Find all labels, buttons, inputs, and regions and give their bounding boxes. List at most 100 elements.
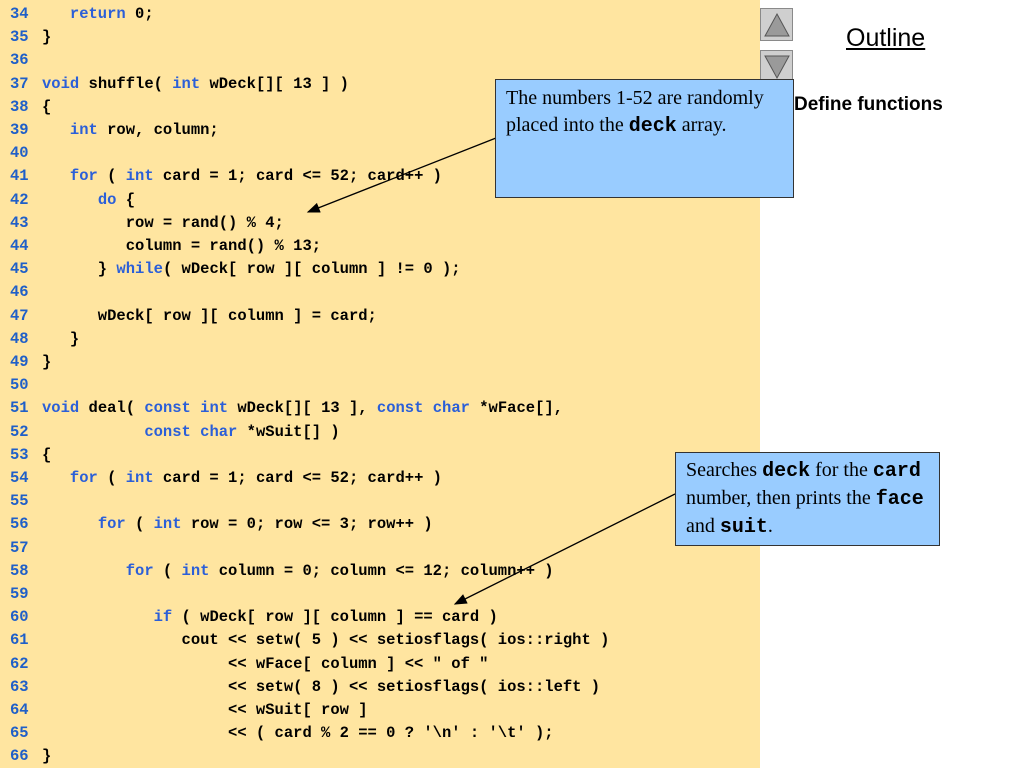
code-keyword: void — [42, 399, 80, 418]
line-number: 51 — [10, 399, 29, 418]
code-line: 38{ — [0, 96, 51, 119]
code-line: 40 — [0, 142, 42, 165]
code-line: 48 } — [0, 328, 79, 351]
line-number: 61 — [10, 631, 29, 650]
line-number: 36 — [10, 51, 29, 70]
callout-text: array. — [676, 114, 727, 136]
callout-code-term: face — [875, 488, 924, 511]
code-line: 56 for ( int row = 0; row <= 3; row++ ) — [0, 513, 433, 536]
line-number: 48 — [10, 329, 29, 348]
code-text: cout << setw( 5 ) << setiosflags( ios::r… — [42, 631, 610, 650]
line-number: 39 — [10, 121, 29, 139]
code-line: 35} — [0, 26, 51, 49]
code-line: 50 — [0, 374, 42, 397]
code-keyword: int — [200, 399, 229, 418]
code-text: } — [42, 329, 80, 348]
code-line: 43 row = rand() % 4; — [0, 212, 284, 235]
previous-slide-button[interactable] — [760, 8, 793, 41]
line-number: 34 — [10, 5, 29, 23]
line-number: 63 — [10, 677, 29, 696]
code-line: 65 << ( card % 2 == 0 ? '\n' : '\t' ); — [0, 722, 554, 745]
code-line: 64 << wSuit[ row ] — [0, 699, 368, 722]
code-line: 52 const char *wSuit[] ) — [0, 421, 340, 444]
code-text: row, column; — [97, 121, 219, 139]
code-line: 46 — [0, 281, 42, 304]
code-keyword: if — [153, 608, 173, 627]
code-text: ( — [153, 561, 182, 580]
line-number: 38 — [10, 97, 29, 116]
outline-link[interactable]: Outline — [846, 24, 926, 52]
shuffle-callout-arrow — [306, 137, 497, 213]
code-line: 49} — [0, 351, 51, 374]
code-keyword: char — [200, 422, 238, 441]
line-number: 50 — [10, 376, 29, 395]
line-number: 62 — [10, 654, 29, 673]
callout-code-term: card — [872, 460, 921, 483]
triangle-up-icon — [764, 12, 790, 37]
line-number: 57 — [10, 538, 29, 557]
line-number: 64 — [10, 701, 29, 719]
code-line: 62 << wFace[ column ] << " of " — [0, 653, 488, 676]
code-text: deal( — [79, 399, 145, 418]
line-number: 54 — [10, 469, 29, 487]
line-number: 52 — [10, 422, 29, 441]
code-text: ( — [125, 515, 154, 534]
code-text: << setw( 8 ) << setiosflags( ios::left ) — [42, 677, 601, 696]
code-text: *wSuit[] ) — [237, 422, 340, 441]
code-text: *wFace[], — [469, 399, 563, 418]
code-keyword: for — [97, 515, 126, 534]
code-line: 58 for ( int column = 0; column <= 12; c… — [0, 560, 554, 583]
code-keyword: return — [69, 5, 126, 23]
code-line: 59 — [0, 583, 42, 606]
code-line: 34 return 0; — [0, 3, 154, 26]
code-keyword: const — [144, 399, 191, 418]
code-keyword: const — [144, 422, 191, 441]
section-heading: Define functions — [794, 94, 943, 115]
code-line: 55 — [0, 490, 42, 513]
next-slide-button[interactable] — [760, 50, 793, 83]
code-line: 61 cout << setw( 5 ) << setiosflags( ios… — [0, 629, 609, 652]
line-number: 56 — [10, 515, 29, 534]
code-keyword: for — [69, 167, 98, 186]
shuffle-callout: The numbers 1-52 are randomly placed int… — [495, 79, 794, 198]
code-text: ( wDeck[ row ][ column ] != 0 ); — [162, 260, 461, 279]
code-line: 66} — [0, 745, 51, 768]
line-number: 46 — [10, 283, 29, 302]
code-text: wDeck[][ 13 ], — [228, 399, 377, 418]
code-text: ( wDeck[ row ][ column ] == card ) — [172, 608, 498, 627]
code-keyword: while — [116, 260, 163, 279]
code-keyword: int — [153, 515, 182, 534]
callout-text: Searches — [686, 459, 763, 481]
code-text: } — [42, 353, 52, 371]
code-keyword: for — [125, 561, 154, 580]
line-number: 43 — [10, 213, 29, 232]
line-number: 58 — [10, 561, 29, 580]
code-line: 36 — [0, 49, 42, 72]
code-keyword: int — [172, 74, 201, 93]
code-text: column = rand() % 13; — [42, 237, 322, 255]
deal-callout-arrow — [453, 493, 676, 605]
code-text: } — [42, 260, 117, 279]
code-text: { — [42, 445, 52, 464]
code-keyword: for — [69, 469, 98, 487]
callout-text: . — [767, 515, 773, 537]
line-number: 45 — [10, 260, 29, 279]
callout-text: number, then prints the — [686, 487, 876, 509]
code-text: } — [42, 747, 52, 766]
code-text: wDeck[ row ][ column ] = card; — [42, 306, 377, 325]
code-keyword: int — [125, 469, 154, 487]
code-text: << wSuit[ row ] — [42, 701, 368, 719]
code-keyword: char — [432, 399, 470, 418]
line-number: 41 — [10, 167, 29, 186]
line-number: 35 — [10, 28, 29, 47]
code-keyword: int — [181, 561, 210, 580]
line-number: 59 — [10, 585, 29, 603]
line-number: 60 — [10, 608, 29, 627]
code-line: 57 — [0, 537, 42, 560]
callout-text: The numbers 1-52 are randomly placed int… — [506, 87, 764, 136]
callout-code-term: deck — [762, 460, 811, 483]
line-number: 53 — [10, 445, 29, 464]
code-text: } — [42, 28, 52, 47]
